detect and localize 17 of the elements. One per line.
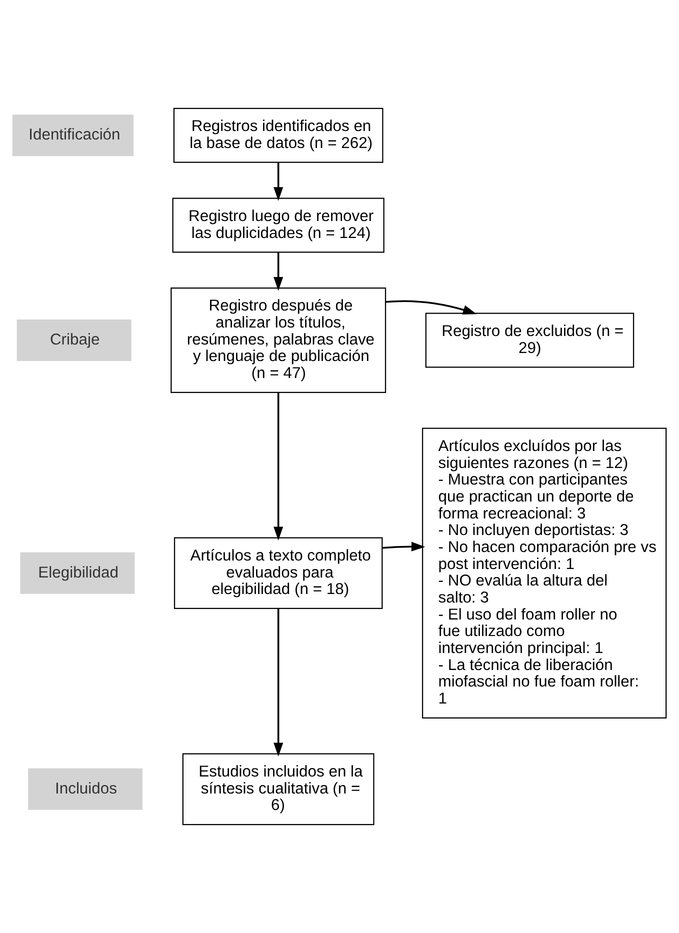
node-box: Artículos excluídos por las siguientes razones (n = 12) - Muestra con participantes que practican un deporte de forma recreacional: 3 - No incluyen deportistas: 3 - No hacen comparación pre vs post intervención: 1 - NO evalúa la altura del salto: 3 - El uso del foam roller no fue utilizado como intervención principal: 1 - La técnica de liberación miofascial no fue foam roller: 1 bbox=[422, 428, 667, 718]
node-box: Estudios incluidos en la síntesis cualitativa (n = 6) bbox=[182, 753, 374, 826]
node-box: Registros identificados en la base de datos (n = 262) bbox=[173, 108, 384, 163]
node-box: Artículos a texto completo evaluados para elegibilidad (n = 18) bbox=[174, 537, 383, 610]
node-box: Registro luego de remover las duplicidades (n = 124) bbox=[172, 198, 384, 253]
node-box: Incluidos bbox=[28, 768, 143, 810]
arrow bbox=[274, 252, 284, 291]
arrow bbox=[274, 162, 284, 201]
node-box: Identificación bbox=[12, 114, 134, 156]
arrow bbox=[386, 300, 477, 314]
arrow bbox=[274, 608, 284, 756]
arrow bbox=[274, 392, 284, 540]
node-box: Cribaje bbox=[16, 319, 132, 361]
node-box: Registro después de analizar los títulos, resúmenes, palabras clave y lenguaje de publicación (n = 47) bbox=[170, 288, 386, 393]
node-box: Elegibilidad bbox=[20, 552, 135, 594]
node-box: Registro de excluidos (n = 29) bbox=[425, 312, 634, 368]
arrow bbox=[382, 542, 426, 552]
